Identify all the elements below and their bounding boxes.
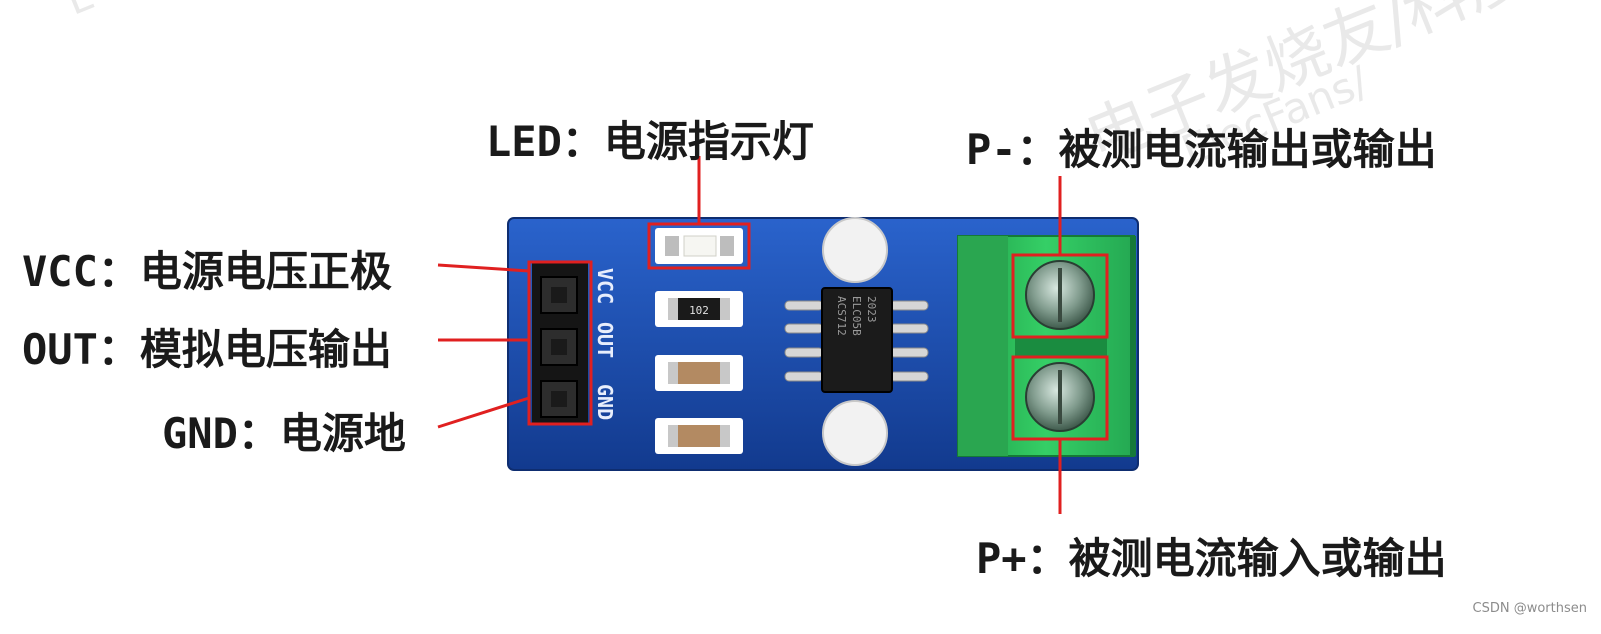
mounting-hole	[822, 217, 888, 283]
capacitor	[655, 418, 743, 454]
chip-marking-3: 2023	[865, 296, 878, 323]
leader-vcc	[437, 263, 530, 273]
pin-header-highlight	[527, 260, 593, 426]
leader-lines	[437, 156, 1062, 514]
mounting-hole	[822, 400, 888, 466]
screw-p-plus	[1025, 362, 1095, 432]
chip-marking-2: ELC05B	[850, 296, 863, 336]
silk-vcc: VCC	[593, 268, 617, 304]
led-component	[655, 228, 743, 264]
label-led: LED：电源指示灯	[486, 117, 814, 166]
screw-p-minus	[1025, 260, 1095, 330]
svg-text:102: 102	[689, 304, 709, 317]
label-p-plus: P+：被测电流输入或输出	[976, 534, 1447, 583]
label-p-minus: P-：被测电流输出或输出	[966, 125, 1437, 174]
resistor-102: 102	[655, 291, 743, 327]
label-out: OUT：模拟电压输出	[22, 325, 392, 374]
pin-header	[532, 263, 588, 423]
capacitor	[655, 355, 743, 391]
acs712-chip	[821, 287, 893, 393]
label-vcc: VCC：电源电压正极	[22, 247, 392, 296]
label-gnd: GND：电源地	[162, 409, 406, 458]
leader-gnd	[437, 396, 530, 429]
chip-marking-1: ACS712	[835, 296, 848, 336]
silk-gnd: GND	[593, 384, 617, 420]
screw-terminal	[957, 235, 1136, 457]
credit-watermark: CSDN @worthsen	[1472, 601, 1587, 616]
silk-out: OUT	[593, 322, 617, 358]
